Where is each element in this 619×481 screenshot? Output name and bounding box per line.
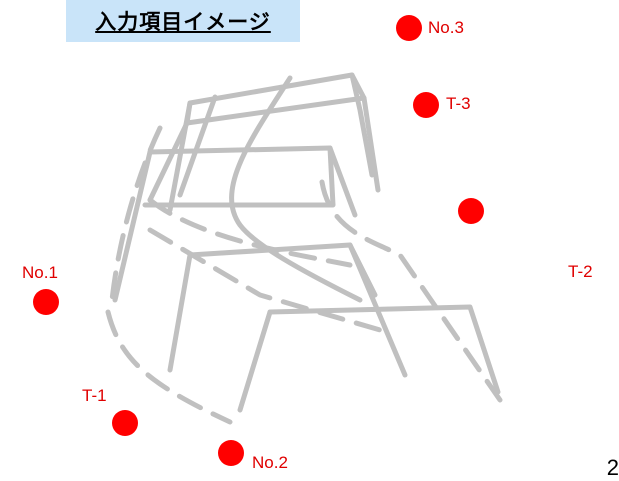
frame-mid-right (327, 145, 358, 218)
frame-top-cross (147, 120, 190, 203)
frame-diagonal-curve (229, 75, 363, 303)
point-t2-marker[interactable] (458, 198, 484, 224)
point-no2-label: No.2 (252, 453, 288, 472)
frame-hidden-roof-side (147, 197, 353, 268)
point-t3-label: T-3 (446, 94, 471, 113)
frame-mid-left (112, 149, 153, 303)
frame-mid-rect (142, 145, 336, 208)
frame-hidden-lower (147, 227, 383, 333)
point-t1-label: T-1 (82, 386, 107, 405)
page-number: 2 (606, 455, 619, 480)
point-no3-marker[interactable] (396, 15, 422, 41)
frame-front-left (237, 309, 273, 413)
frame-roof-right-post (361, 95, 381, 193)
frame-lower-post (347, 242, 378, 298)
point-no1-label: No.1 (22, 263, 58, 282)
diagram-title: 入力項目イメージ (95, 11, 271, 34)
point-t1-marker[interactable] (112, 410, 138, 436)
frame-hidden-left-arc (109, 125, 163, 303)
point-no1-marker[interactable] (33, 289, 59, 315)
point-t2-label: T-2 (568, 262, 593, 281)
frame-top-cross-2 (177, 94, 218, 198)
point-no2-marker[interactable] (218, 440, 244, 466)
point-t3-marker[interactable] (413, 92, 439, 118)
frame-hidden-rear (319, 179, 503, 403)
frame-hidden-bottom-left (105, 309, 233, 425)
frame-front-rect (267, 304, 501, 395)
title-box: 入力項目イメージ (66, 0, 300, 42)
point-no3-label: No.3 (428, 18, 464, 37)
frame-lower-left (167, 252, 193, 373)
frame-roof-inner-post (349, 72, 375, 178)
